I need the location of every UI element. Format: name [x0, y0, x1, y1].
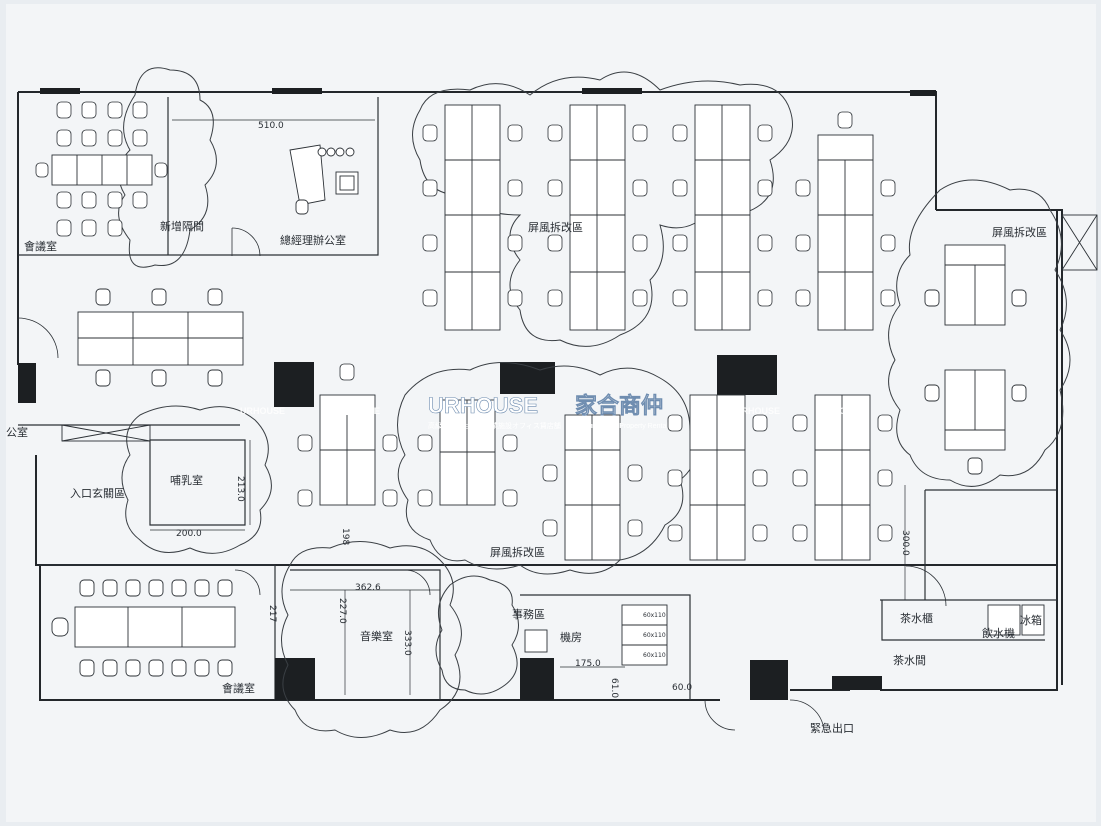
workstations-center-bottom — [319, 394, 871, 561]
dim-300: 300.0 — [900, 530, 910, 556]
pantry-counter — [987, 604, 1045, 636]
window-frame — [61, 214, 1098, 442]
dim-213: 213.0 — [235, 476, 245, 502]
rack-size-1: 60x110 — [643, 612, 666, 619]
label-screen-mod-top: 屏風拆改區 — [528, 220, 583, 234]
dim-60: 60.0 — [672, 683, 692, 693]
label-fridge: 冰箱 — [1020, 613, 1042, 627]
structural-columns — [18, 88, 936, 700]
label-pantry: 茶水間 — [893, 654, 926, 667]
label-meeting-room-top: 會議室 — [24, 239, 57, 253]
chairs-center-top — [422, 111, 896, 307]
meeting-table-top — [51, 154, 153, 186]
workstations-left — [77, 288, 244, 387]
watermark-small-4: URHOUSE — [820, 406, 865, 416]
meeting-table-bottom — [51, 579, 236, 677]
label-emergency-exit: 緊急出口 — [810, 721, 854, 735]
label-admin-area: 事務區 — [512, 607, 545, 621]
watermark-small-3: URHOUSE — [735, 406, 780, 416]
workstations-right — [924, 244, 1027, 475]
chairs-center-bottom — [297, 363, 893, 542]
dim-200: 200.0 — [176, 529, 202, 539]
watermark-small-1: URHOUSE — [240, 406, 285, 416]
dim-198: 198 — [340, 528, 350, 545]
label-music-room: 音樂室 — [360, 629, 393, 643]
label-nursing-room: 哺乳室 — [170, 473, 203, 487]
dimension-lines — [150, 119, 906, 695]
label-gm-office: 總經理辦公室 — [280, 233, 346, 247]
exterior-walls — [17, 91, 1063, 701]
server-racks — [524, 604, 668, 666]
gm-desk — [289, 144, 359, 215]
label-left-edge-office: 公室 — [6, 425, 28, 439]
workstations-center-top — [444, 104, 874, 331]
watermark-english: Commercial Property Rental — [580, 423, 668, 430]
label-meeting-room-bottom: 會議室 — [222, 681, 255, 695]
label-screen-mod-right: 屏風拆改區 — [992, 225, 1047, 239]
watermark-small-2: URHOUSE — [335, 406, 380, 416]
label-machine-room: 機房 — [560, 630, 582, 644]
dim-362: 362.6 — [355, 583, 381, 593]
label-new-partition: 新增隔間 — [160, 219, 204, 233]
dim-217: 217 — [267, 605, 277, 622]
label-screen-mod-bottom: 屏風拆改區 — [490, 545, 545, 559]
label-entrance-lobby: 入口玄關區 — [70, 486, 125, 500]
door-swings — [17, 227, 947, 731]
watermark-brand: URHOUSE — [428, 393, 538, 418]
dim-227: 227.0 — [337, 598, 347, 624]
watermark-brand-cn: 家合商仲 — [575, 393, 663, 418]
dim-175: 175.0 — [575, 659, 601, 669]
dim-61: 61.0 — [609, 678, 619, 698]
rack-size-3: 60x110 — [643, 652, 666, 659]
meeting-chairs-top — [35, 101, 168, 237]
dim-333: 333.0 — [402, 630, 412, 656]
watermark: URHOUSE 家合商仲 高級マンション／商業施設オフィス賃店舗 Commerc… — [240, 393, 865, 430]
dim-510: 510.0 — [258, 121, 284, 131]
revision-clouds — [118, 67, 1071, 738]
label-water-dispenser: 飲水機 — [982, 626, 1015, 640]
watermark-tagline: 高級マンション／商業施設オフィス賃店舗 — [428, 421, 561, 430]
label-tea-cabinet: 茶水櫃 — [900, 611, 933, 625]
rack-size-2: 60x110 — [643, 632, 666, 639]
